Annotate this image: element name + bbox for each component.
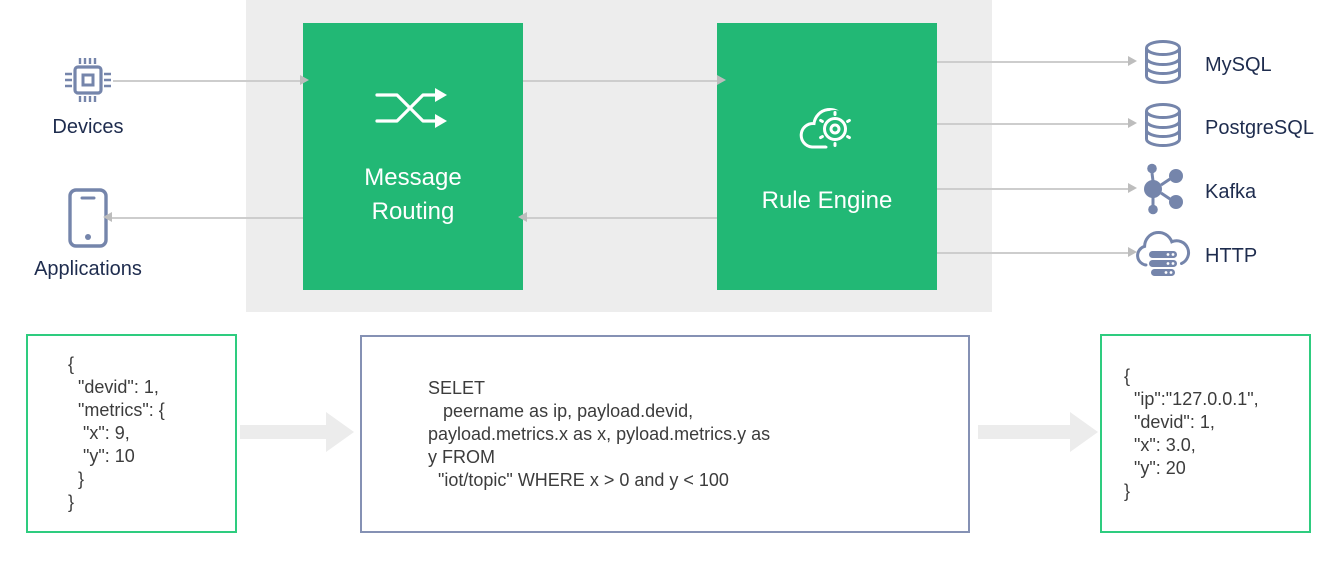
node-kafka: Kafka: [1135, 163, 1256, 215]
arrow-rule-engine-to-message-routing: [518, 213, 717, 221]
http-label: HTTP: [1205, 244, 1258, 267]
arrow-message-routing-to-applications: [103, 213, 303, 221]
cloud-server-icon: [1135, 226, 1191, 280]
devices-label: Devices: [52, 116, 124, 138]
rule-engine-label: Rule Engine: [761, 186, 893, 214]
arrow-rule-engine-to-postgresql: [937, 119, 1137, 127]
node-http: HTTP: [1135, 226, 1257, 280]
applications-label: Applications: [34, 258, 142, 280]
arrow-devices-to-message-routing: [113, 76, 309, 84]
database-icon: [1135, 39, 1191, 85]
thick-arrow-sql-to-output: [978, 412, 1098, 452]
input-json-box: { "devid": 1, "metrics": { "x": 9, "y": …: [26, 334, 237, 533]
node-postgresql: PostgreSQL: [1135, 100, 1314, 150]
chip-icon: [62, 54, 114, 106]
rule-engine-box: Rule Engine: [717, 23, 937, 290]
message-routing-box: Message Routing: [303, 23, 523, 290]
kafka-label: Kafka: [1205, 180, 1257, 203]
shuffle-icon: [373, 85, 453, 131]
output-json-box: { "ip":"127.0.0.1", "devid": 1, "x": 3.0…: [1100, 334, 1311, 533]
node-applications: Applications: [25, 188, 151, 281]
arrow-rule-engine-to-kafka: [937, 184, 1137, 192]
arrow-rule-engine-to-mysql: [937, 57, 1137, 65]
cloud-gear-icon: [796, 96, 858, 154]
output-json-code: { "ip":"127.0.0.1", "devid": 1, "x": 3.0…: [1124, 365, 1259, 501]
thick-arrow-input-to-sql: [240, 412, 354, 452]
smartphone-icon: [68, 188, 108, 248]
node-devices: Devices: [50, 54, 126, 139]
rule-sql-box: SELET peername as ip, payload.devid, pay…: [360, 335, 970, 533]
arrow-message-routing-to-rule-engine: [523, 76, 726, 84]
kafka-icon: [1135, 162, 1191, 216]
rule-sql-code: SELET peername as ip, payload.devid, pay…: [428, 377, 771, 490]
message-routing-label: Message Routing: [364, 163, 462, 225]
arrow-rule-engine-to-http: [937, 248, 1137, 256]
input-json-code: { "devid": 1, "metrics": { "x": 9, "y": …: [68, 354, 165, 512]
postgresql-label: PostgreSQL: [1205, 116, 1314, 139]
node-mysql: MySQL: [1135, 37, 1272, 87]
database-icon: [1135, 102, 1191, 148]
mysql-label: MySQL: [1205, 53, 1272, 76]
